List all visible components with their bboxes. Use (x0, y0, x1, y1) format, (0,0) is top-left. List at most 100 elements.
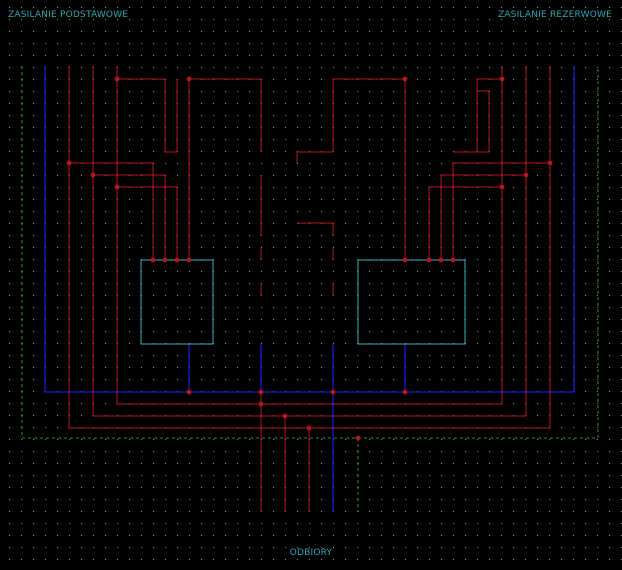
grid-dot (489, 7, 490, 8)
grid-dot (9, 175, 10, 176)
junction-dot (114, 76, 120, 82)
grid-dot (537, 235, 538, 236)
grid-dot (477, 511, 478, 512)
grid-dot (261, 19, 262, 20)
grid-dot (105, 19, 106, 20)
grid-dot (393, 151, 394, 152)
grid-dot (609, 535, 610, 536)
grid-dot (393, 499, 394, 500)
grid-dot (153, 319, 154, 320)
grid-dot (201, 487, 202, 488)
grid-dot (561, 271, 562, 272)
grid-dot (237, 487, 238, 488)
grid-dot (597, 415, 598, 416)
grid-dot (9, 391, 10, 392)
grid-dot (237, 223, 238, 224)
grid-dot (465, 535, 466, 536)
grid-dot (609, 391, 610, 392)
grid-dot (225, 355, 226, 356)
grid-dot (81, 103, 82, 104)
grid-dot (321, 187, 322, 188)
grid-dot (9, 499, 10, 500)
grid-dot (561, 211, 562, 212)
grid-dot (201, 331, 202, 332)
grid-dot (153, 439, 154, 440)
grid-dot (69, 55, 70, 56)
grid-dot (537, 283, 538, 284)
grid-dot (105, 475, 106, 476)
grid-dot (273, 31, 274, 32)
grid-dot (9, 427, 10, 428)
grid-dot (609, 319, 610, 320)
grid-dot (33, 103, 34, 104)
grid-dot (225, 319, 226, 320)
grid-dot (597, 523, 598, 524)
grid-dot (537, 547, 538, 548)
grid-dot (549, 19, 550, 20)
grid-dot (177, 55, 178, 56)
grid-dot (141, 523, 142, 524)
grid-dot (453, 463, 454, 464)
grid-dot (417, 115, 418, 116)
grid-dot (261, 547, 262, 548)
grid-dot (561, 439, 562, 440)
grid-dot (273, 319, 274, 320)
grid-dot (345, 91, 346, 92)
grid-dot (141, 211, 142, 212)
grid-dot (45, 535, 46, 536)
grid-dot (585, 403, 586, 404)
grid-dot (513, 103, 514, 104)
grid-dot (369, 223, 370, 224)
grid-dot (381, 199, 382, 200)
grid-dot (285, 187, 286, 188)
grid-dot (585, 499, 586, 500)
grid-dot (309, 379, 310, 380)
grid-dot (561, 295, 562, 296)
grid-dot (477, 199, 478, 200)
grid-dot (189, 463, 190, 464)
grid-dot (573, 7, 574, 8)
grid-dot (237, 43, 238, 44)
junctions (66, 76, 553, 441)
grid-dot (177, 31, 178, 32)
grid-dot (357, 199, 358, 200)
grid-dot (45, 415, 46, 416)
grid-dot (297, 103, 298, 104)
grid-dot (81, 247, 82, 248)
grid-dot (189, 547, 190, 548)
grid-dot (333, 535, 334, 536)
grid-dot (93, 559, 94, 560)
grid-dot (273, 67, 274, 68)
grid-dot (453, 139, 454, 140)
grid-dot (465, 499, 466, 500)
grid-dot (321, 367, 322, 368)
center-switch-1 (296, 151, 333, 163)
grid-dot (285, 223, 286, 224)
grid-dot (33, 235, 34, 236)
grid-dot (201, 223, 202, 224)
grid-dot (81, 559, 82, 560)
grid-dot (369, 55, 370, 56)
grid-dot (129, 283, 130, 284)
grid-dot (225, 211, 226, 212)
junction-dot (186, 257, 192, 263)
grid-dot (381, 559, 382, 560)
grid-dot (285, 235, 286, 236)
grid-dot (273, 151, 274, 152)
grid-dot (585, 91, 586, 92)
grid-dot (549, 499, 550, 500)
grid-dot (405, 451, 406, 452)
grid-dot (489, 499, 490, 500)
grid-dot (9, 559, 10, 560)
grid-dot (33, 175, 34, 176)
grid-dot (585, 307, 586, 308)
grid-dot (381, 31, 382, 32)
grid-dot (57, 451, 58, 452)
grid-dot (537, 511, 538, 512)
grid-dot (9, 163, 10, 164)
grid-dot (297, 31, 298, 32)
grid-dot (597, 487, 598, 488)
grid-dot (597, 451, 598, 452)
grid-dot (405, 55, 406, 56)
grid-dot (585, 199, 586, 200)
